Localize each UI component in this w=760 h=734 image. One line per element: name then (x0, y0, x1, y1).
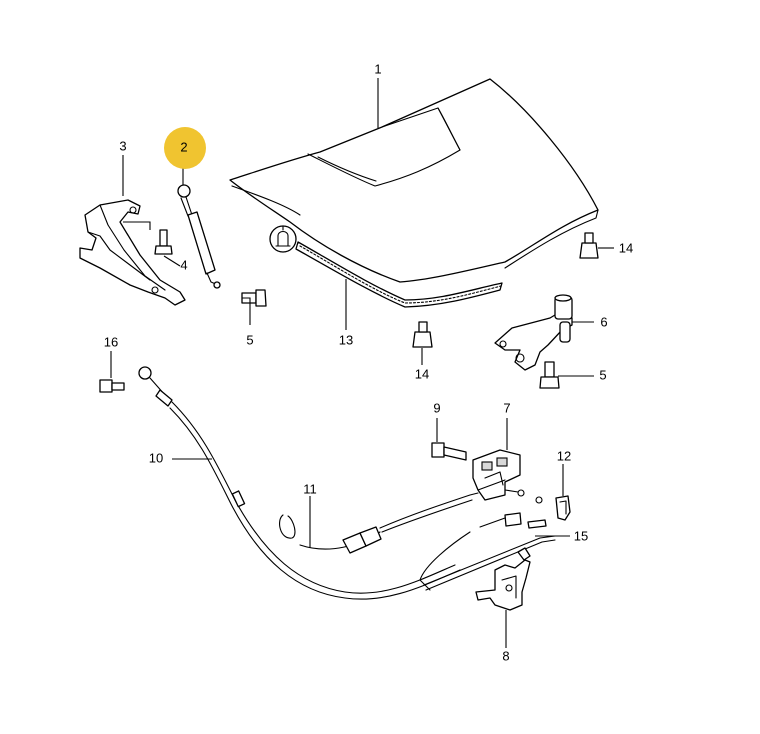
label-5-lower[interactable]: 5 (599, 367, 606, 382)
label-5-upper[interactable]: 5 (246, 332, 253, 347)
bracket-bolt-part[interactable] (539, 361, 560, 389)
label-13[interactable]: 13 (339, 332, 353, 347)
release-cable-part[interactable] (138, 366, 461, 600)
hood-buffer-part-right[interactable] (579, 232, 599, 259)
label-9[interactable]: 9 (433, 400, 440, 415)
label-10[interactable]: 10 (149, 450, 163, 465)
label-12[interactable]: 12 (557, 448, 571, 463)
cable-end-fittings[interactable] (419, 489, 547, 591)
label-14-right[interactable]: 14 (619, 240, 633, 255)
highlight-marker (164, 127, 206, 169)
label-15[interactable]: 15 (574, 528, 588, 543)
gas-strut-part[interactable] (177, 184, 221, 289)
label-6[interactable]: 6 (600, 314, 607, 329)
clip-nut-part[interactable] (555, 495, 571, 521)
release-rod-part[interactable] (423, 535, 556, 591)
label-14-center[interactable]: 14 (415, 366, 429, 381)
label-3[interactable]: 3 (119, 138, 126, 153)
label-8[interactable]: 8 (502, 648, 509, 663)
part-labels: 1 2 3 4 5 6 5 14 14 13 16 10 11 9 7 12 1… (104, 61, 633, 663)
label-2[interactable]: 2 (180, 139, 187, 154)
hinge-bolt-part[interactable] (154, 229, 173, 255)
adhesive-tube-icon (269, 225, 297, 253)
hood-lock-part[interactable] (472, 449, 521, 501)
label-11[interactable]: 11 (303, 481, 317, 496)
strut-bolt-part[interactable] (241, 289, 267, 307)
small-bolt-part[interactable] (99, 379, 125, 393)
label-1[interactable]: 1 (374, 61, 381, 76)
hood-buffer-part-center[interactable] (412, 321, 433, 348)
lock-bolt-part[interactable] (431, 442, 467, 461)
electrical-cable-part[interactable] (279, 492, 479, 554)
lock-striker-bracket-part[interactable] (494, 294, 573, 371)
hood-hinge-part[interactable] (79, 199, 186, 306)
release-lever-part[interactable] (475, 547, 531, 611)
label-7[interactable]: 7 (503, 400, 510, 415)
hood-seal-part[interactable] (295, 241, 503, 308)
leader-lines (110, 78, 614, 648)
label-16[interactable]: 16 (104, 334, 118, 349)
hood-part[interactable] (229, 78, 599, 283)
label-4[interactable]: 4 (180, 257, 187, 272)
